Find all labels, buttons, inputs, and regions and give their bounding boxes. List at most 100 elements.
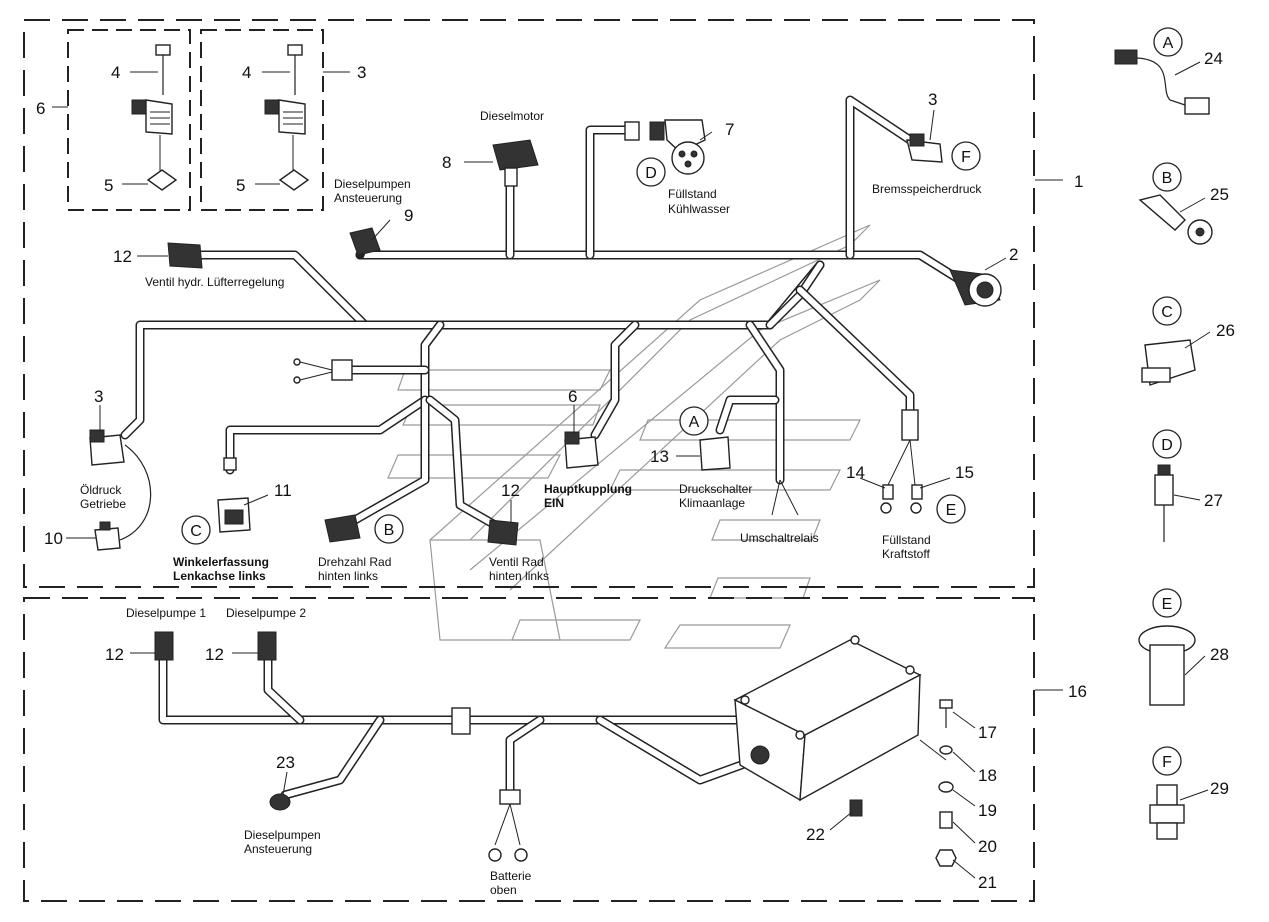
connector-12-bottom <box>154 631 277 661</box>
ref-circle-d-main: D <box>636 157 666 187</box>
ref-letter-f-main: F <box>961 149 971 166</box>
label-druckschalter-2: Klimaanlage <box>679 496 745 510</box>
part-29 <box>1149 784 1185 840</box>
connector-11 <box>217 457 251 533</box>
part-number-11: 11 <box>274 481 292 500</box>
part-25 <box>1138 194 1213 245</box>
frame-kit-6 <box>67 29 191 211</box>
part-number-28: 28 <box>1210 645 1229 664</box>
label-drehzahl-1: Drehzahl Rad <box>318 555 391 569</box>
part-number-5-kit3: 5 <box>236 176 245 195</box>
frame-bottom <box>23 597 1035 902</box>
ref-circle-b-main: B <box>374 514 404 544</box>
frame-kit-3 <box>200 29 324 211</box>
ref-circle-e-main: E <box>936 494 966 524</box>
ref-circle-c-main: C <box>181 515 211 545</box>
label-hauptkupplung-2: EIN <box>544 496 564 510</box>
connector-10 <box>94 521 121 551</box>
part-number-29: 29 <box>1210 779 1229 798</box>
part-number-12-rad: 12 <box>501 481 520 500</box>
control-box <box>733 635 922 802</box>
label-dieselpumpe-1: Dieselpumpe 1 <box>126 606 206 620</box>
label-drehzahl-2: hinten links <box>318 569 378 583</box>
ref-letter-f-side: F <box>1162 754 1172 771</box>
ref-circle-c-side: C <box>1152 296 1182 326</box>
connector-unlabeled-left <box>293 358 353 384</box>
part-28 <box>1138 625 1196 706</box>
part-number-14: 14 <box>846 463 865 482</box>
ref-letter-e-side: E <box>1162 596 1173 613</box>
part-number-2: 2 <box>1009 245 1018 264</box>
main-harness <box>120 95 965 530</box>
label-ventil-luefter: Ventil hydr. Lüfterregelung <box>145 275 284 289</box>
ref-letter-d-side: D <box>1161 437 1173 454</box>
part-number-12-top: 12 <box>113 247 132 266</box>
part-number-25: 25 <box>1210 185 1229 204</box>
label-umschaltrelais: Umschaltrelais <box>740 531 819 545</box>
connector-drehzahl <box>324 514 361 543</box>
part-number-15: 15 <box>955 463 974 482</box>
connector-7 <box>624 119 706 175</box>
label-dieselpumpen-bottom-1: Dieselpumpen <box>244 828 321 842</box>
battery-terminals <box>488 789 528 862</box>
connector-12-top <box>167 242 203 269</box>
connector-23 <box>269 793 291 811</box>
part-number-3-left: 3 <box>94 387 103 406</box>
ref-letter-b-side: B <box>1162 170 1173 187</box>
ref-letter-e-main: E <box>946 502 957 519</box>
part-number-9: 9 <box>404 206 413 225</box>
part-number-13: 13 <box>650 447 669 466</box>
connector-8 <box>492 139 539 187</box>
connector-9 <box>349 227 381 256</box>
part-number-5-kit6: 5 <box>104 176 113 195</box>
label-dieselpumpen-top-1: Dieselpumpen <box>334 177 411 191</box>
component-labels: Dieselmotor Dieselpumpen Ansteuerung Fül… <box>80 109 982 897</box>
fasteners-17-21 <box>919 699 957 867</box>
ref-circle-d-side: D <box>1152 429 1182 459</box>
label-hauptkupplung-1: Hauptkupplung <box>544 482 632 496</box>
label-ventil-rad-2: hinten links <box>489 569 549 583</box>
part-number-24: 24 <box>1204 49 1223 68</box>
part-number-1: 1 <box>1074 172 1083 191</box>
frame-main <box>23 19 1035 588</box>
ref-circle-a-main: A <box>679 406 709 436</box>
label-winkelerfassung-2: Lenkachse links <box>173 569 266 583</box>
bottom-harness <box>158 655 760 800</box>
part-26 <box>1141 339 1196 386</box>
ref-circle-f-main: F <box>951 141 981 171</box>
part-number-6-kit: 6 <box>36 99 45 118</box>
part-number-22: 22 <box>806 825 825 844</box>
ref-letter-d-main: D <box>645 165 657 182</box>
ref-letter-a-side: A <box>1163 35 1174 52</box>
label-dieselpumpen-top-2: Ansteuerung <box>334 191 402 205</box>
ref-circle-f-side: F <box>1152 746 1182 776</box>
ref-circle-a-side: A <box>1153 27 1183 57</box>
part-27 <box>1154 464 1174 542</box>
label-bremsspeicherdruck: Bremsspeicherdruck <box>872 182 982 196</box>
ref-circle-e-side: E <box>1152 588 1182 618</box>
label-batterie-1: Batterie <box>490 869 532 883</box>
label-oeldruck-2: Getriebe <box>80 497 126 511</box>
ref-letter-b-main: B <box>384 522 395 539</box>
label-dieselmotor: Dieselmotor <box>480 109 544 123</box>
connector-3-top <box>906 133 943 163</box>
ref-letter-a-main: A <box>689 414 700 431</box>
part-number-18: 18 <box>978 766 997 785</box>
label-dieselpumpen-bottom-2: Ansteuerung <box>244 842 312 856</box>
part-number-19: 19 <box>978 801 997 820</box>
part-number-27: 27 <box>1204 491 1223 510</box>
part-number-21: 21 <box>978 873 997 892</box>
part-number-10: 10 <box>44 529 63 548</box>
connector-kit-3 <box>264 44 310 191</box>
connector-6-main <box>564 431 599 469</box>
label-winkelerfassung-1: Winkelerfassung <box>173 555 269 569</box>
part-number-4-kit3: 4 <box>242 63 251 82</box>
part-number-6-main: 6 <box>568 387 577 406</box>
connector-ventil-rad <box>487 519 519 546</box>
label-fuellstand-kuehlwasser-2: Kühlwasser <box>668 202 730 216</box>
label-ventil-rad-1: Ventil Rad <box>489 555 544 569</box>
watermark-logo <box>387 224 881 649</box>
part-number-3-top: 3 <box>928 90 937 109</box>
label-fuellstand-kuehlwasser-1: Füllstand <box>668 187 717 201</box>
